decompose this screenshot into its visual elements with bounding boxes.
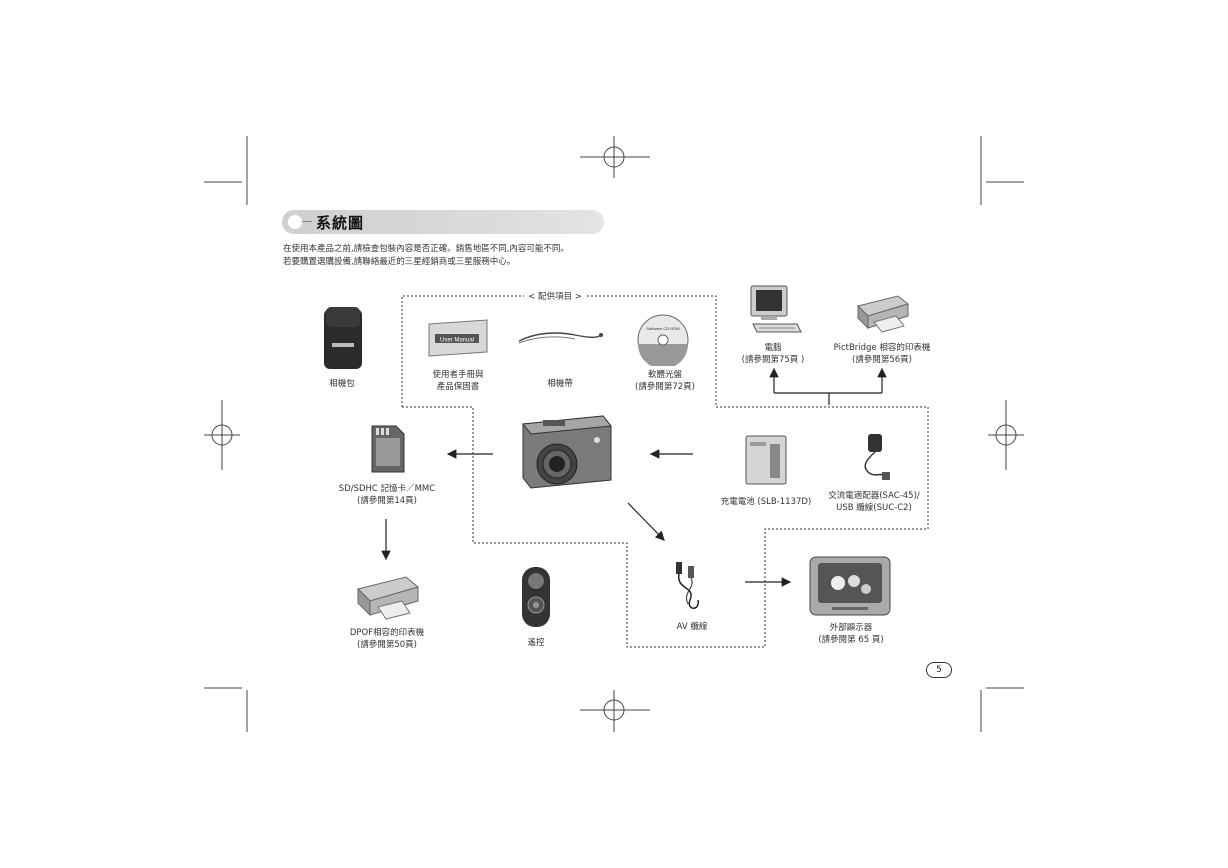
sd-card-caption: SD/SDHC 記憶卡／MMC (請參閱第14頁) bbox=[338, 484, 436, 506]
battery-caption: 充電電池 (SLB-1137D) bbox=[720, 497, 812, 507]
page-title: 系統圖 bbox=[316, 214, 365, 232]
sd-card-icon bbox=[371, 425, 405, 473]
pictbridge-printer-caption: PictBridge 相容的印表機 (請參閱第56頁) bbox=[833, 343, 931, 365]
av-cable-caption: AV 纜線 bbox=[676, 622, 708, 632]
intro-text: 在使用本產品之前,請檢查包裝內容是否正確。銷售地區不同,內容可能不同。 若要購置… bbox=[283, 244, 569, 267]
bracket-label: < 配供項目 > bbox=[524, 290, 586, 302]
camera-icon bbox=[522, 415, 612, 489]
battery-icon bbox=[745, 435, 787, 485]
external-monitor-caption: 外部顯示器 (請參閱第 65 頁) bbox=[818, 623, 884, 645]
printer-icon bbox=[857, 295, 910, 333]
cd-icon: Software CD-ROM bbox=[637, 314, 689, 366]
tv-icon bbox=[809, 556, 891, 616]
ac-adapter-caption: 交流電適配器(SAC-45)/ USB 纜線(SUC-C2) bbox=[828, 491, 920, 513]
computer-icon bbox=[750, 285, 802, 333]
user-manual-caption: 使用者手冊與 產品保固書 bbox=[432, 370, 484, 392]
remote-icon bbox=[522, 567, 550, 627]
camera-case-icon bbox=[324, 307, 362, 369]
manual-cover-text: User Manual bbox=[440, 338, 474, 344]
computer-caption: 電腦 (請參閱第75頁 ) bbox=[741, 343, 805, 365]
header-bullet-icon bbox=[288, 215, 302, 229]
strap-icon bbox=[518, 332, 603, 344]
software-cd-caption: 軟體光盤 (請參閱第72頁) bbox=[635, 370, 695, 392]
cd-label-text: Software CD-ROM bbox=[646, 326, 679, 331]
page-number: 5 bbox=[926, 662, 952, 678]
registration-mark-icon bbox=[204, 136, 1024, 732]
user-manual-icon: User Manual bbox=[428, 319, 488, 357]
dpof-printer-caption: DPOF相容的印表機 (請參閱第50頁) bbox=[349, 628, 425, 650]
adapter-icon bbox=[864, 434, 890, 480]
av-cable-icon bbox=[676, 562, 699, 609]
section-header: 系統圖 bbox=[282, 210, 604, 234]
camera-case-caption: 相機包 bbox=[329, 379, 355, 389]
printer-icon bbox=[357, 576, 420, 620]
strap-caption: 相機帶 bbox=[547, 379, 573, 389]
remote-caption: 遙控 bbox=[527, 638, 545, 648]
